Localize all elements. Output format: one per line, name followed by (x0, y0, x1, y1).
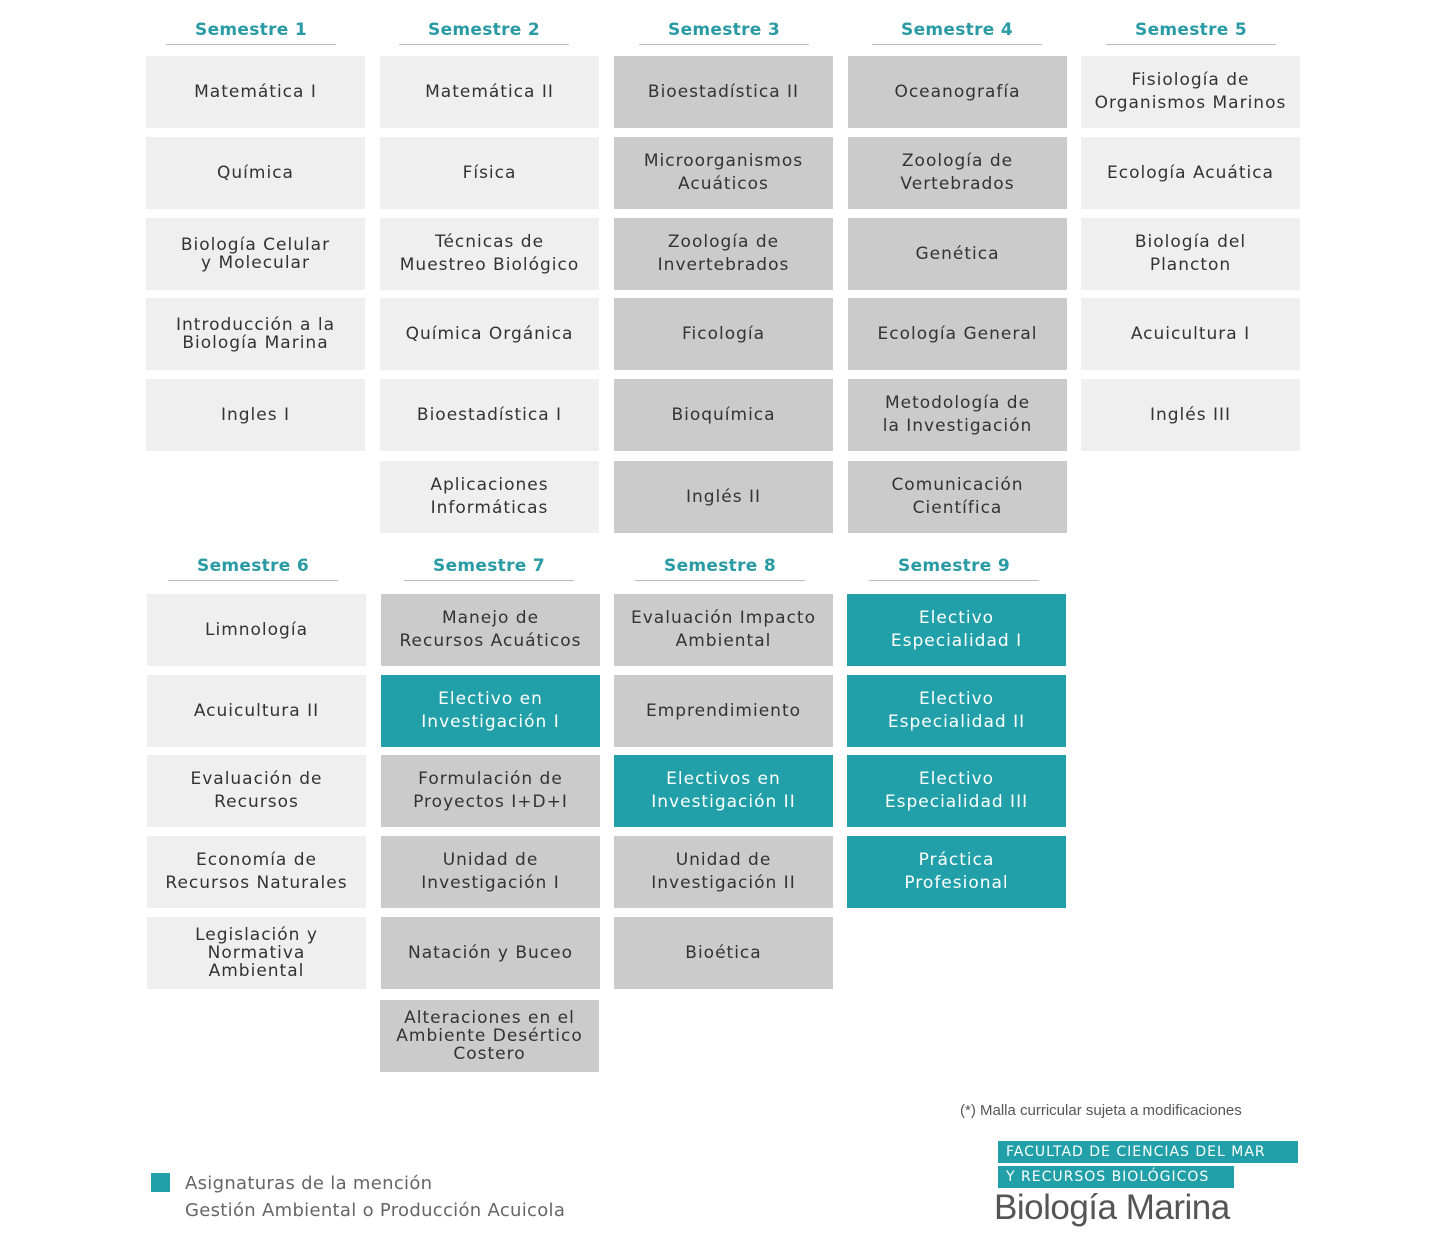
course-box: Fisiología de Organismos Marinos (1081, 56, 1300, 128)
course-box: Genética (848, 218, 1067, 290)
semester-8-title: Semestre 8 (635, 556, 805, 581)
semester-9-title: Semestre 9 (869, 556, 1039, 581)
semester-2-title: Semestre 2 (399, 20, 569, 45)
elective-course-box: Electivo en Investigación I (381, 675, 600, 747)
legend-text: Asignaturas de la mención Gestión Ambien… (185, 1173, 566, 1221)
course-box: Unidad de Investigación II (614, 836, 833, 908)
legend-swatch (151, 1173, 170, 1192)
course-box: Unidad de Investigación I (381, 836, 600, 908)
course-box: Formulación de Proyectos I+D+I (381, 755, 600, 827)
course-box: Metodología de la Investigación (848, 379, 1067, 451)
course-box: Bioética (614, 917, 833, 989)
course-box: Biología del Plancton (1081, 218, 1300, 290)
course-box: Alteraciones en el Ambiente Desértico Co… (380, 1000, 599, 1072)
course-box: Ecología Acuática (1081, 137, 1300, 209)
course-box: Aplicaciones Informáticas (380, 461, 599, 533)
course-box: Técnicas de Muestreo Biológico (380, 218, 599, 290)
course-box: Zoología de Vertebrados (848, 137, 1067, 209)
elective-course-box: Práctica Profesional (847, 836, 1066, 908)
course-box: Química (146, 137, 365, 209)
course-box: Evaluación Impacto Ambiental (614, 594, 833, 666)
course-box: Acuicultura I (1081, 298, 1300, 370)
footnote: (*) Malla curricular sujeta a modificaci… (960, 1102, 1242, 1119)
course-box: Inglés II (614, 461, 833, 533)
semester-1-title: Semestre 1 (166, 20, 336, 45)
semester-6-title: Semestre 6 (168, 556, 338, 581)
course-box: Microorganismos Acuáticos (614, 137, 833, 209)
course-box: Ficología (614, 298, 833, 370)
course-box: Economía de Recursos Naturales (147, 836, 366, 908)
semester-4-title: Semestre 4 (872, 20, 1042, 45)
elective-course-box: Electivos en Investigación II (614, 755, 833, 827)
course-box: Zoología de Invertebrados (614, 218, 833, 290)
course-box: Comunicación Científica (848, 461, 1067, 533)
course-box: Química Orgánica (380, 298, 599, 370)
course-box: Ecología General (848, 298, 1067, 370)
course-box: Biología Celular y Molecular (146, 218, 365, 290)
course-box: Matemática II (380, 56, 599, 128)
course-box: Evaluación de Recursos (147, 755, 366, 827)
semester-3-title: Semestre 3 (639, 20, 809, 45)
elective-course-box: Electivo Especialidad I (847, 594, 1066, 666)
faculty-line-1: FACULTAD DE CIENCIAS DEL MAR (998, 1141, 1298, 1163)
course-box: Manejo de Recursos Acuáticos (381, 594, 600, 666)
course-box: Legislación y Normativa Ambiental (147, 917, 366, 989)
course-box: Matemática I (146, 56, 365, 128)
elective-course-box: Electivo Especialidad II (847, 675, 1066, 747)
course-box: Bioquímica (614, 379, 833, 451)
course-box: Introducción a la Biología Marina (146, 298, 365, 370)
course-box: Física (380, 137, 599, 209)
semester-5-title: Semestre 5 (1106, 20, 1276, 45)
course-box: Emprendimiento (614, 675, 833, 747)
course-box: Oceanografía (848, 56, 1067, 128)
course-box: Bioestadística I (380, 379, 599, 451)
faculty-line-2: Y RECURSOS BIOLÓGICOS (998, 1166, 1234, 1188)
course-box: Bioestadística II (614, 56, 833, 128)
program-title: Biología Marina (994, 1188, 1230, 1227)
course-box: Acuicultura II (147, 675, 366, 747)
elective-course-box: Electivo Especialidad III (847, 755, 1066, 827)
course-box: Natación y Buceo (381, 917, 600, 989)
course-box: Inglés III (1081, 379, 1300, 451)
course-box: Ingles I (146, 379, 365, 451)
course-box: Limnología (147, 594, 366, 666)
semester-7-title: Semestre 7 (404, 556, 574, 581)
